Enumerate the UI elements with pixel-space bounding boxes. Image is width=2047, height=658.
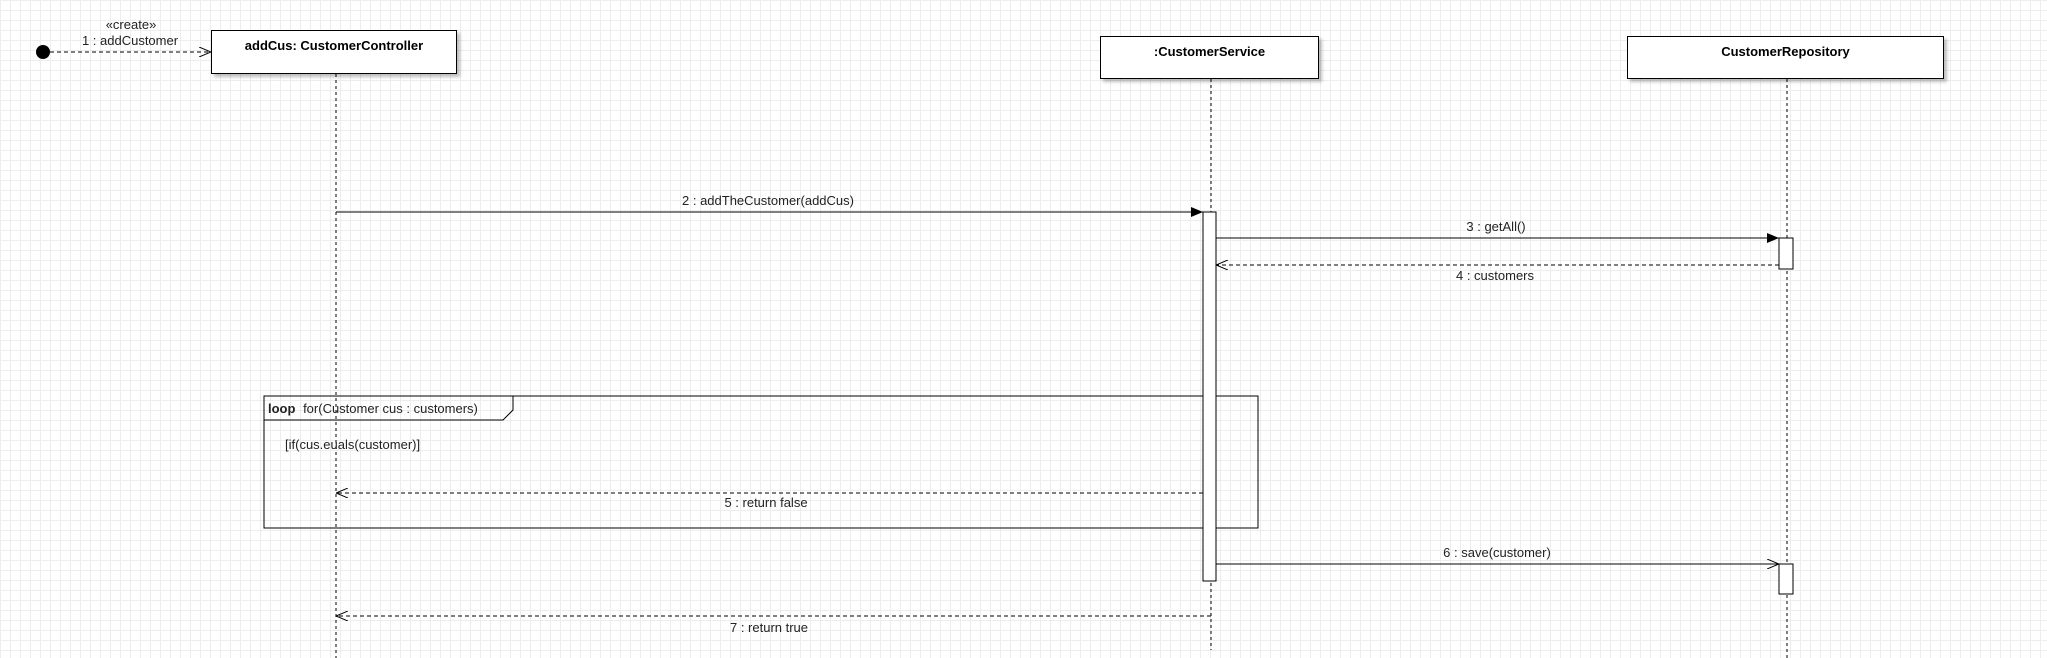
loop-fragment-header[interactable]: loop for(Customer cus : customers)	[268, 401, 478, 416]
service-lifeline-head[interactable]: :CustomerService	[1100, 36, 1319, 79]
repository-lifeline-head[interactable]: CustomerRepository	[1627, 36, 1944, 79]
loop-fragment-label-tab	[264, 396, 514, 421]
loop-condition: for(Customer cus : customers)	[303, 401, 478, 416]
message-1-label[interactable]: 1 : addCustomer	[81, 33, 179, 48]
repository-activation-bar-2	[1778, 563, 1794, 595]
message-4-label[interactable]: 4 : customers	[1455, 268, 1535, 283]
message-3-label[interactable]: 3 : getAll()	[1466, 219, 1526, 234]
service-activation-bar	[1202, 211, 1217, 582]
repository-activation-bar-1	[1778, 237, 1794, 270]
message-2-label[interactable]: 2 : addTheCustomer(addCus)	[682, 193, 854, 208]
loop-operator: loop	[268, 401, 296, 416]
loop-guard[interactable]: [if(cus.euals(customer)]	[285, 437, 421, 452]
message-1-stereotype: «create»	[105, 17, 157, 32]
message-7-label[interactable]: 7 : return true	[729, 620, 809, 635]
message-6-label[interactable]: 6 : save(customer)	[1443, 545, 1551, 560]
loop-fragment-frame	[263, 395, 1259, 529]
message-5-label[interactable]: 5 : return false	[724, 495, 808, 510]
found-message-start-dot	[36, 45, 50, 59]
controller-lifeline-head[interactable]: addCus: CustomerController	[211, 30, 457, 74]
